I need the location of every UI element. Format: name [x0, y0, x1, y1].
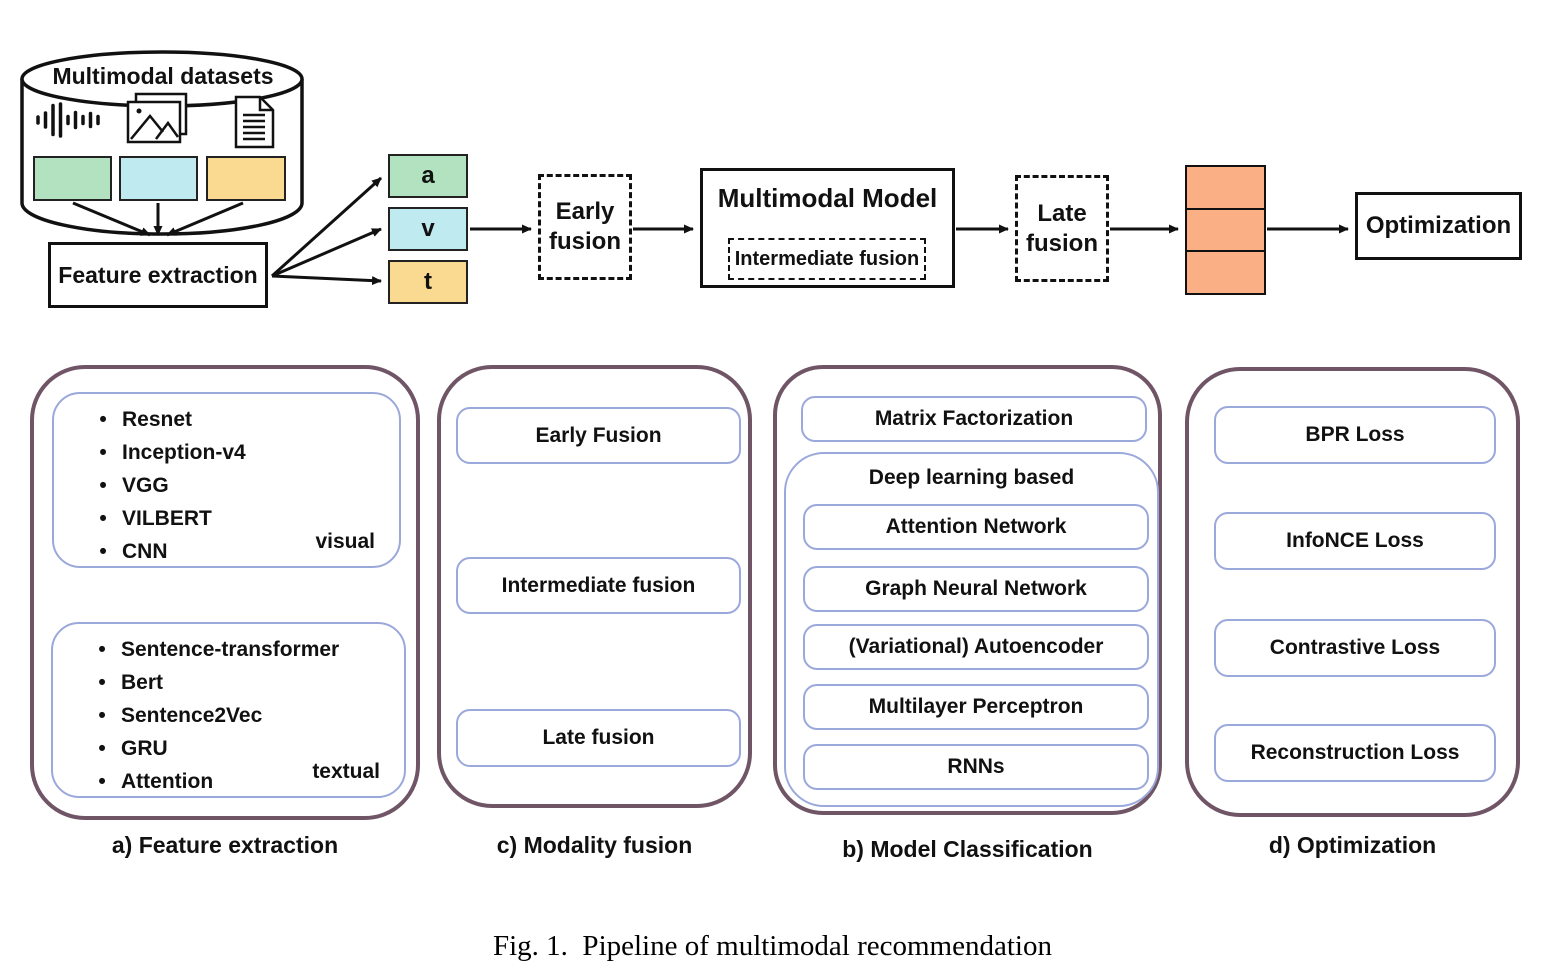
embedding-cell [1185, 165, 1266, 210]
panel-modality-fusion: Early Fusion Intermediate fusion Late fu… [437, 365, 752, 808]
token-v: v [388, 207, 468, 251]
list-item: Attention [53, 765, 404, 798]
deep-learning-title: Deep learning based [868, 466, 1075, 489]
panel-optimization: BPR Loss InfoNCE Loss Contrastive Loss R… [1185, 367, 1520, 817]
intermediate-fusion-box: Intermediate fusion [728, 238, 926, 280]
panel-model-classification: Matrix Factorization Deep learning based… [773, 365, 1162, 815]
dataset-audio-block [33, 156, 112, 201]
document-icon [234, 95, 275, 149]
dataset-visual-block [119, 156, 198, 201]
optimization-box: Optimization [1355, 192, 1522, 260]
arrow-extract-to-v [271, 227, 382, 278]
matrix-factorization-item: Matrix Factorization [801, 396, 1147, 442]
textual-models-box: Sentence-transformer Bert Sentence2Vec G… [51, 622, 406, 798]
list-item: Bert [53, 666, 404, 699]
datasets-title: Multimodal datasets [52, 63, 274, 89]
arrow-audio-to-extract [72, 201, 151, 237]
textual-tag: textual [312, 760, 380, 783]
rnns-item: RNNs [803, 744, 1149, 790]
embedding-stack [1185, 165, 1266, 295]
arrow-text-to-extract [166, 201, 244, 237]
list-item: VILBERT [54, 502, 399, 535]
caption-model-classification: b) Model Classification [842, 836, 1093, 862]
photos-icon [126, 92, 188, 144]
bpr-loss-item: BPR Loss [1214, 406, 1496, 464]
list-item: CNN [54, 535, 399, 568]
deep-learning-group: Deep learning based Attention Network Gr… [784, 452, 1159, 807]
feature-extraction-box: Feature extraction [48, 242, 268, 308]
visual-models-list: Resnet Inception-v4 VGG VILBERT CNN [54, 394, 399, 568]
multimodal-model-title: Multimodal Model [717, 183, 938, 213]
caption-modality-fusion: c) Modality fusion [496, 832, 693, 858]
early-fusion-item: Early Fusion [456, 407, 741, 464]
late-fusion-item: Late fusion [456, 709, 741, 767]
flow-arrows [72, 176, 1349, 286]
contrastive-loss-item: Contrastive Loss [1214, 619, 1496, 677]
list-item: VGG [54, 469, 399, 502]
textual-models-list: Sentence-transformer Bert Sentence2Vec G… [53, 624, 404, 798]
audio-waveform-icon [36, 102, 100, 138]
visual-tag: visual [315, 530, 375, 553]
autoencoder-item: (Variational) Autoencoder [803, 624, 1149, 670]
multilayer-perceptron-item: Multilayer Perceptron [803, 684, 1149, 730]
multimodal-model-box: Multimodal Model Intermediate fusion [700, 168, 955, 288]
token-t: t [388, 260, 468, 304]
arrow-extract-to-a [270, 176, 383, 278]
embedding-cell [1185, 207, 1266, 253]
token-a: a [388, 154, 468, 198]
early-fusion-box: Early fusion [538, 174, 632, 280]
caption-feature-extraction: a) Feature extraction [111, 832, 339, 858]
intermediate-fusion-item: Intermediate fusion [456, 557, 741, 614]
list-item: Resnet [54, 403, 399, 436]
list-item: Sentence-transformer [53, 633, 404, 666]
list-item: Sentence2Vec [53, 699, 404, 732]
late-fusion-box: Late fusion [1015, 175, 1109, 282]
list-item: Inception-v4 [54, 436, 399, 469]
caption-optimization: d) Optimization [1268, 832, 1437, 858]
arrow-extract-to-t [271, 274, 382, 286]
panel-feature-extraction: Resnet Inception-v4 VGG VILBERT CNN visu… [30, 365, 420, 820]
attention-network-item: Attention Network [803, 504, 1149, 550]
list-item: GRU [53, 732, 404, 765]
graph-neural-network-item: Graph Neural Network [803, 566, 1149, 612]
infonce-loss-item: InfoNCE Loss [1214, 512, 1496, 570]
dataset-text-block [206, 156, 286, 201]
figure-caption: Fig. 1. Pipeline of multimodal recommend… [493, 930, 1052, 962]
reconstruction-loss-item: Reconstruction Loss [1214, 724, 1496, 782]
visual-models-box: Resnet Inception-v4 VGG VILBERT CNN visu… [52, 392, 401, 568]
embedding-cell [1185, 250, 1266, 295]
